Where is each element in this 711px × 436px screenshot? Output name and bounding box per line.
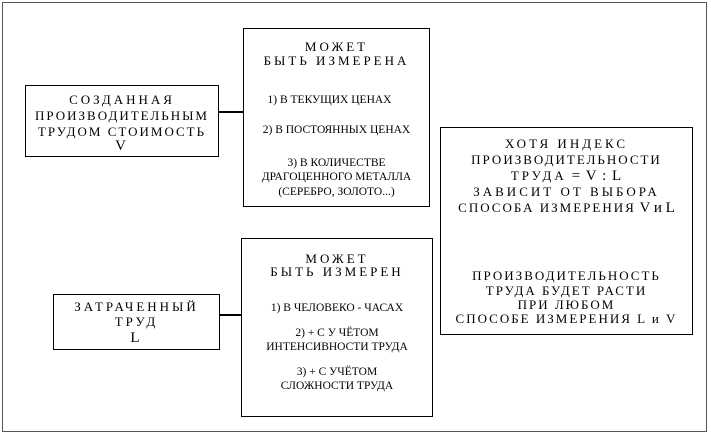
labor-measure-item1: 1) В ЧЕЛОВЕКО - ЧАСАХ bbox=[270, 302, 404, 314]
productivity-p2-line1: ПРОИЗВОДИТЕЛЬНОСТЬ bbox=[472, 268, 661, 283]
value-measure-box: МОЖЕТ БЫТЬ ИЗМЕРЕНА 1) В ТЕКУЩИХ ЦЕНАХ 2… bbox=[243, 28, 430, 207]
labor-measure-item2-line1: 2) + С У ЧЁТОМ bbox=[295, 327, 379, 339]
productivity-p1-line3: ТРУДА = V : L bbox=[441, 168, 692, 184]
labor-measure-item2-line2: ИНТЕНСИВНОСТИ ТРУДА bbox=[266, 341, 408, 353]
productivity-p1-line5-symbols: V и L bbox=[635, 200, 675, 216]
created-value-line2: ПРОИЗВОДИТЕЛЬНЫМ bbox=[34, 108, 209, 123]
value-symbol: V bbox=[115, 138, 129, 154]
labor-measure-head2: БЫТЬ ИЗМЕРЕН bbox=[270, 264, 404, 279]
productivity-index-formula: = V : L bbox=[566, 168, 623, 184]
value-measure-head1: МОЖЕТ bbox=[304, 39, 369, 54]
productivity-note-box: ХОТЯ ИНДЕКС ПРОИЗВОДИТЕЛЬНОСТИ ТРУДА = V… bbox=[440, 127, 693, 335]
productivity-p1-line3-label: ТРУДА bbox=[510, 168, 567, 183]
labor-measure-head1: МОЖЕТ bbox=[305, 251, 369, 266]
productivity-p1-line5: СПОСОБА ИЗМЕРЕНИЯ V и L bbox=[441, 200, 692, 216]
labor-measure-item3-line2: СЛОЖНОСТИ ТРУДА bbox=[280, 380, 394, 392]
diagram-frame bbox=[2, 2, 707, 432]
labor-box: ЗАТРАЧЕННЫЙ ТРУД L bbox=[53, 294, 220, 350]
labor-measure-item3-line1: 3) + С УЧЁТОМ bbox=[296, 366, 378, 378]
connector-labor-to-measure bbox=[220, 314, 241, 316]
value-measure-item1: 1) В ТЕКУЩИХ ЦЕНАХ bbox=[267, 94, 392, 106]
value-measure-item3-line1: 3) В КОЛИЧЕСТВЕ bbox=[287, 157, 386, 169]
labor-measure-box: МОЖЕТ БЫТЬ ИЗМЕРЕН 1) В ЧЕЛОВЕКО - ЧАСАХ… bbox=[241, 238, 433, 417]
value-measure-item3-line2: ДРАГОЦЕННОГО МЕТАЛЛА bbox=[261, 171, 412, 183]
productivity-p1-line5-label: СПОСОБА ИЗМЕРЕНИЯ bbox=[458, 200, 636, 215]
created-value-line3: ТРУДОМ СТОИМОСТЬ bbox=[37, 124, 207, 139]
productivity-p1-line1: ХОТЯ ИНДЕКС bbox=[504, 136, 629, 151]
connector-value-to-measure bbox=[219, 111, 243, 113]
labor-symbol: L bbox=[130, 330, 143, 346]
productivity-p1-line2: ПРОИЗВОДИТЕЛЬНОСТИ bbox=[471, 152, 662, 167]
labor-line1: ЗАТРАЧЕННЫЙ bbox=[74, 299, 199, 314]
productivity-p2-line4: СПОСОБЕ ИЗМЕРЕНИЯ L и V bbox=[455, 311, 678, 326]
value-measure-item2: 2) В ПОСТОЯННЫХ ЦЕНАХ bbox=[262, 124, 411, 136]
value-measure-item3-line3: (СЕРЕБРО, ЗОЛОТО...) bbox=[278, 186, 395, 198]
value-measure-head2: БЫТЬ ИЗМЕРЕНА bbox=[263, 53, 410, 68]
productivity-p1-line4: ЗАВИСИТ ОТ ВЫБОРА bbox=[473, 184, 660, 199]
created-value-box: СОЗДАННАЯ ПРОИЗВОДИТЕЛЬНЫМ ТРУДОМ СТОИМО… bbox=[25, 85, 219, 157]
productivity-p2-line2: ТРУДА БУДЕТ РАСТИ bbox=[485, 283, 648, 298]
labor-line2: ТРУД bbox=[114, 314, 159, 329]
productivity-p2-line3: ПРИ ЛЮБОМ bbox=[517, 297, 616, 312]
created-value-line1: СОЗДАННАЯ bbox=[69, 92, 175, 107]
